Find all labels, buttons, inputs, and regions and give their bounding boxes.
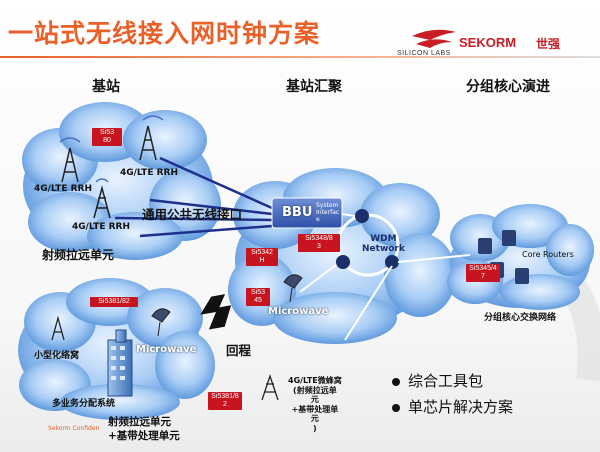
das-label: 多业务分配系统 (52, 399, 116, 409)
chip-si5345: Si53 45 (246, 288, 270, 306)
system-interface-label: System Interfac e (316, 202, 340, 223)
chip-si5381-82: Si5381/82 (90, 297, 138, 307)
backhaul-bolt-icon (200, 294, 232, 330)
cloud-radio-units (22, 102, 221, 260)
bbu-label: BBU (282, 205, 313, 220)
bullet-dot (392, 377, 400, 386)
microwave-label-left: Microwave (136, 344, 197, 355)
header-packet-core: 分组核心演进 (466, 79, 550, 95)
silicon-labs-logo-text: SILICON LABS (397, 50, 451, 57)
cpri-links (114, 156, 273, 238)
cpri-label: 通用公共无线接口 (142, 207, 243, 222)
title-divider (0, 56, 600, 58)
router-nodes (336, 209, 399, 269)
chip-si5348: Si5348/8 3 (298, 234, 340, 252)
small-cell-tower-icon (51, 315, 279, 401)
confidential-watermark: Sekorm Confiden (48, 425, 100, 432)
core-routers-label: Core Routers (522, 250, 574, 259)
rrh-label-2: 4G/LTE RRH (120, 168, 178, 178)
building-icon (107, 329, 133, 397)
sekorm-logo-cn: 世强 (536, 37, 561, 51)
bullet-text-2: 单芯片解决方案 (408, 398, 514, 416)
microcell-label: 4G/LTE微蜂窝 (射频拉远单 元 +基带处理单 元 ) (288, 376, 342, 433)
bottom-caption-2: +基带处理单元 (108, 430, 180, 442)
radio-unit-caption: 射频拉远单元 (42, 248, 115, 262)
header-base-station: 基站 (92, 79, 120, 95)
bullet-text-1: 综合工具包 (408, 372, 484, 390)
bottom-caption-1: 射频拉远单元 (108, 416, 171, 428)
chip-si5342h: Si5342 H (246, 248, 278, 266)
bullet-item-2: 单芯片解决方案 (392, 396, 513, 417)
bbu-box (271, 197, 343, 229)
rrh-label-1: 4G/LTE RRH (34, 184, 92, 194)
cell-tower-icon (59, 115, 164, 219)
network-links (299, 213, 471, 341)
chip-si5345-47: Si5345/4 7 (466, 264, 500, 282)
sekorm-logo-text: SEKORM (459, 35, 517, 50)
packet-core-caption: 分组核心交换网络 (484, 313, 557, 323)
slide-title: 一站式无线接入网时钟方案 (8, 19, 321, 48)
header-aggregation: 基站汇聚 (286, 79, 342, 95)
bullet-item-1: 综合工具包 (392, 370, 483, 391)
silicon-labs-logo-icon (412, 29, 456, 48)
wdm-label: WDM Network (362, 234, 405, 254)
backhaul-label: 回程 (226, 343, 252, 358)
microwave-dish-icon (151, 274, 303, 337)
chip-si5380: Si53 80 (92, 128, 122, 146)
small-cell-label: 小型化络窝 (34, 351, 80, 361)
rrh-label-3: 4G/LTE RRH (72, 222, 130, 232)
bullet-dot (392, 403, 400, 412)
core-router-icon (478, 230, 529, 284)
chip-si5381-82-b: Si5381/8 2 (208, 392, 242, 410)
microwave-label-center: Microwave (268, 306, 329, 317)
